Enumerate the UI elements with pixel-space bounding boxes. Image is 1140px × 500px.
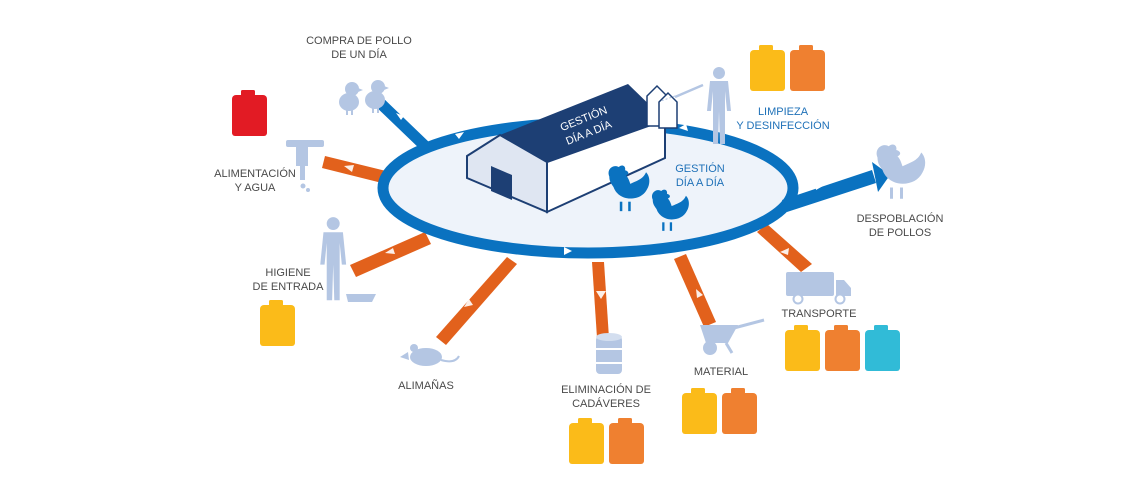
label-despoblacion-line1: DESPOBLACIÓN — [857, 212, 944, 225]
label-compra-line2: DE UN DÍA — [331, 48, 387, 61]
jerrycan-icon — [865, 325, 900, 371]
input-arrows — [322, 156, 812, 345]
label-transporte: TRANSPORTE — [782, 308, 857, 320]
label-eliminacion-line2: CADÁVERES — [572, 397, 640, 410]
label-despoblacion-line2: DE POLLOS — [869, 227, 931, 239]
jerrycan-icon — [790, 45, 825, 91]
jerrycan-icon — [260, 300, 295, 346]
arrow-eliminacion — [592, 262, 609, 338]
label-compra-line1: COMPRA DE POLLO — [306, 35, 412, 47]
barn-icon: GESTIÓN DÍA A DÍA — [466, 84, 666, 214]
faucet-icon — [286, 140, 324, 192]
jerrycan-icon — [750, 45, 785, 91]
jerrycan-icon — [785, 325, 820, 371]
truck-icon — [786, 272, 851, 305]
label-limpieza-line2: Y DESINFECCIÓN — [736, 119, 829, 132]
hub-label-line1: GESTIÓN — [675, 162, 725, 175]
stage-labels: COMPRA DE POLLO DE UN DÍA LIMPIEZA Y DES… — [214, 35, 943, 410]
wheelbarrow-icon — [700, 318, 765, 355]
arrow-compra — [371, 95, 432, 151]
hen-icon — [876, 144, 926, 199]
worker-icon — [660, 67, 731, 144]
label-alimentacion-line2: Y AGUA — [235, 182, 276, 194]
label-limpieza-line1: LIMPIEZA — [758, 106, 809, 118]
arrow-alimanas — [436, 257, 517, 345]
label-eliminacion-line1: ELIMINACIÓN DE — [561, 383, 651, 396]
hub-label-line2: DÍA A DÍA — [676, 176, 725, 189]
jerrycan-icon — [609, 418, 644, 464]
label-higiene-line1: HIGIENE — [265, 267, 310, 279]
arrow-transporte — [757, 224, 812, 272]
jerrycan-icon — [569, 418, 604, 464]
jerrycan-icon — [682, 388, 717, 434]
worker-icon — [320, 217, 347, 301]
arrow-higiene — [350, 232, 431, 277]
arrow-material — [674, 254, 716, 327]
jerrycan-icon — [722, 388, 757, 434]
arrow-despoblacion — [782, 170, 876, 212]
label-higiene-line2: DE ENTRADA — [253, 281, 325, 293]
jerrycan-icon — [232, 90, 267, 136]
arrow-alimentacion — [322, 156, 390, 184]
silo-icon — [646, 84, 678, 129]
label-material: MATERIAL — [694, 366, 748, 378]
barrel-icon — [596, 333, 622, 374]
label-alimanas: ALIMAÑAS — [398, 379, 454, 392]
chick-icon — [339, 82, 363, 115]
label-alimentacion-line1: ALIMENTACIÓN — [214, 167, 296, 180]
footbath-icon — [346, 294, 376, 302]
rat-icon — [400, 344, 460, 366]
jerrycan-icon — [825, 325, 860, 371]
